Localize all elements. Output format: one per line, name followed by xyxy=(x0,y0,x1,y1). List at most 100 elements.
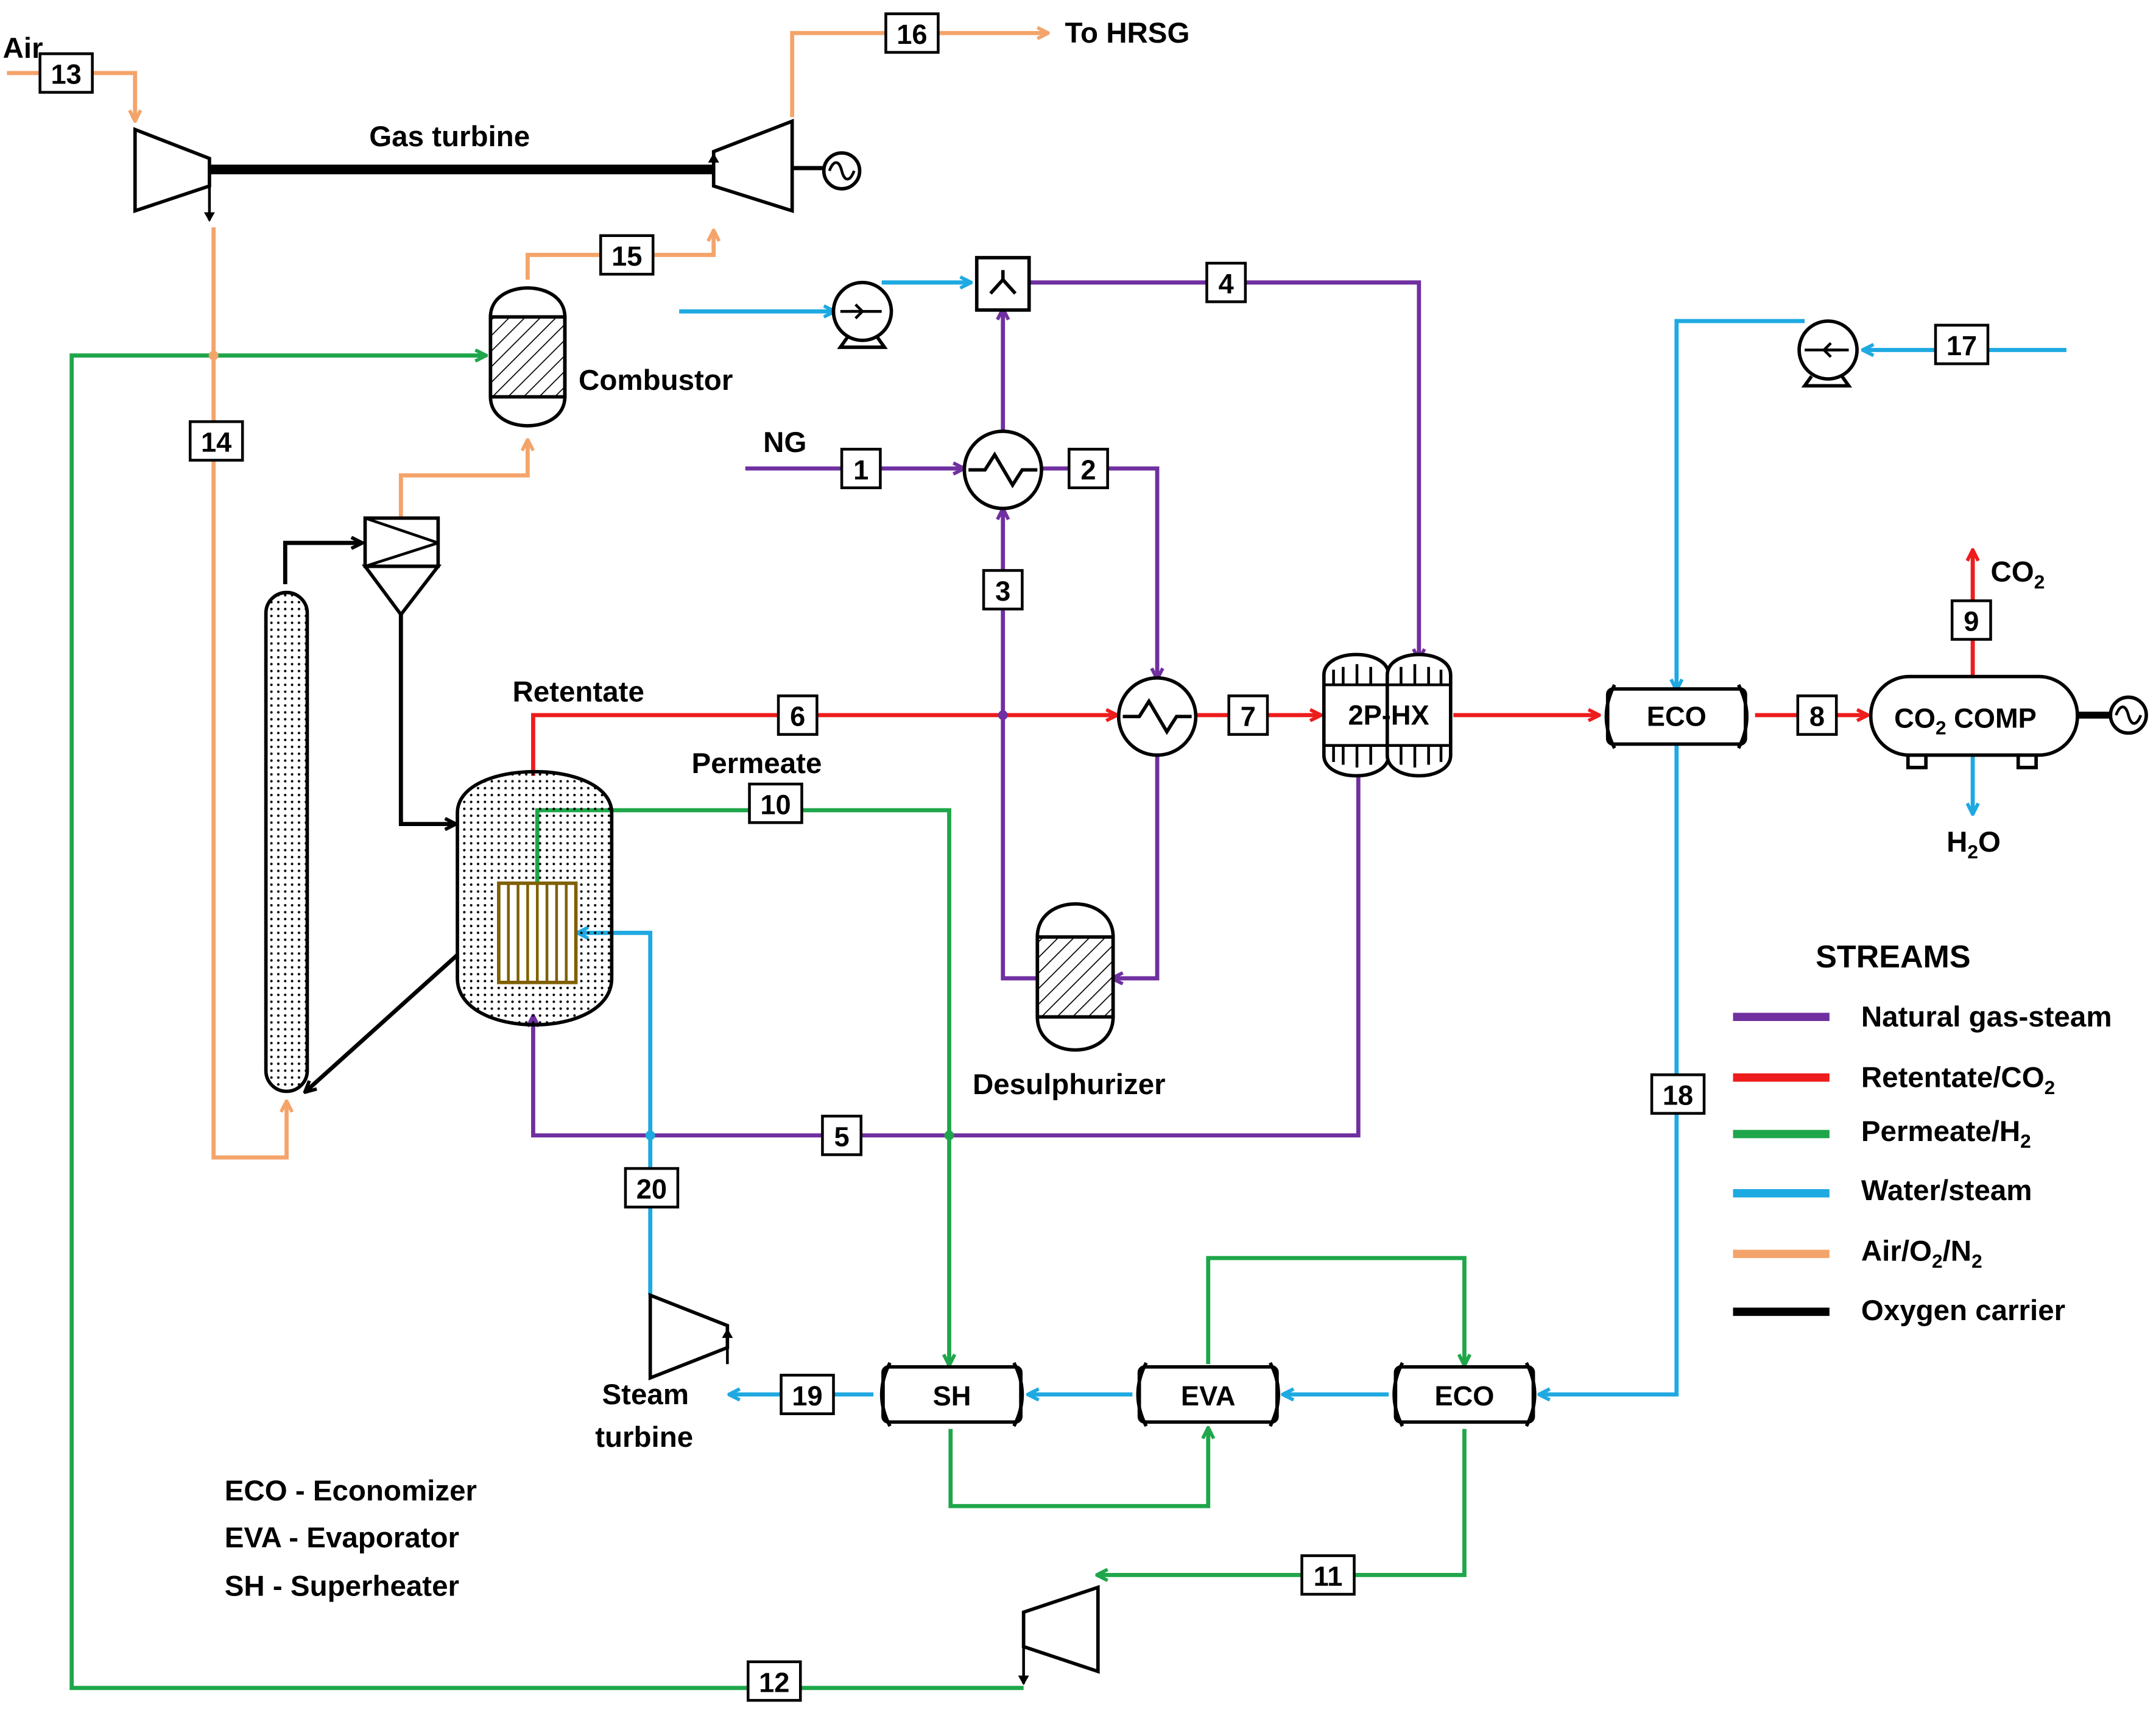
svg-text:Retentate/CO2: Retentate/CO2 xyxy=(1861,1062,2055,1098)
legend-item-natural-gas: Natural gas-steam xyxy=(1733,1001,2112,1033)
ng-label: NG xyxy=(763,426,806,459)
svg-text:13: 13 xyxy=(51,59,81,90)
combustor-label: Combustor xyxy=(579,364,733,397)
stream-number-1: 1 xyxy=(840,448,882,489)
svg-text:8: 8 xyxy=(1809,701,1825,732)
two-phase-hx-label: 2P-HX xyxy=(1348,699,1429,730)
svg-text:7: 7 xyxy=(1241,701,1256,732)
svg-text:20: 20 xyxy=(636,1174,667,1205)
stream-2-line xyxy=(1043,466,1157,678)
co2-comp-label: CO2 COMP xyxy=(1894,702,2037,738)
stream-12-line xyxy=(69,356,1024,1691)
stream-number-20: 20 xyxy=(624,1167,680,1209)
stream-4-line xyxy=(1030,280,1419,659)
stream-number-7: 7 xyxy=(1227,694,1269,736)
stream-number-18: 18 xyxy=(1650,1073,1706,1115)
legend-item-air: Air/O2/N2 xyxy=(1733,1235,1982,1272)
steam-turbine-label-2: turbine xyxy=(595,1421,693,1454)
stream-number-19: 19 xyxy=(780,1374,835,1415)
h2-compressor xyxy=(1018,1585,1100,1686)
two-phase-heat-exchanger xyxy=(1322,652,1453,778)
stream-lines xyxy=(7,33,2066,1691)
sh-label: SH xyxy=(933,1380,971,1411)
gas-compressor xyxy=(133,127,211,213)
co2-compressor-motor-icon xyxy=(2108,695,2148,735)
eco-bottom-label: ECO xyxy=(1434,1380,1494,1411)
co2-compressor xyxy=(1869,674,2148,769)
sh-to-eva-line xyxy=(948,1429,1208,1508)
svg-text:19: 19 xyxy=(792,1380,822,1411)
fuel-reactor-to-riser-line xyxy=(306,953,459,1091)
abbreviation-eco: ECO - Economizer xyxy=(225,1475,477,1507)
svg-text:Water/steam: Water/steam xyxy=(1861,1175,2032,1207)
ng-heat-exchanger-2 xyxy=(1116,676,1198,757)
svg-text:15: 15 xyxy=(611,241,642,272)
legend-item-oxygen-carrier: Oxygen carrier xyxy=(1733,1295,2065,1327)
fuel-reactor xyxy=(456,769,614,1027)
stream-6-line xyxy=(531,715,1116,776)
svg-text:5: 5 xyxy=(834,1122,850,1153)
legend-item-permeate: Permeate/H2 xyxy=(1733,1115,2031,1152)
stream-number-2: 2 xyxy=(1068,448,1109,489)
stream-18-line xyxy=(1540,744,1679,1394)
retentate-label: Retentate xyxy=(512,676,644,708)
stream-number-12: 12 xyxy=(747,1660,802,1702)
mixer xyxy=(974,256,1031,312)
svg-text:10: 10 xyxy=(760,789,791,820)
svg-text:17: 17 xyxy=(1946,330,1977,361)
retentate-streams xyxy=(531,551,1973,776)
svg-text:Natural gas-steam: Natural gas-steam xyxy=(1861,1001,2112,1033)
abbreviation-sh: SH - Superheater xyxy=(225,1570,459,1602)
abbreviation-eva: EVA - Evaporator xyxy=(225,1522,459,1554)
permeate-label: Permeate xyxy=(692,747,822,780)
air-label: Air xyxy=(3,32,43,65)
stream-number-15: 15 xyxy=(599,234,655,276)
eco-top-label: ECO xyxy=(1647,701,1707,732)
steam-turbine-label-1: Steam xyxy=(602,1379,689,1411)
stream-11-line xyxy=(1098,1429,1467,1575)
svg-text:Air/O2/N2: Air/O2/N2 xyxy=(1861,1235,1982,1272)
gas-turbine-expander xyxy=(711,118,794,213)
cyclone-to-fuel-reactor-line xyxy=(398,612,454,824)
stream-number-16: 16 xyxy=(884,12,940,54)
oxygen-carrier-streams xyxy=(283,543,459,1091)
svg-text:12: 12 xyxy=(759,1667,789,1698)
ng-heat-exchanger-1 xyxy=(962,429,1043,511)
legend-item-water: Water/steam xyxy=(1733,1175,2032,1207)
stream-number-9: 9 xyxy=(1950,599,1992,641)
stream-number-10: 10 xyxy=(748,782,803,824)
riser-to-cyclone-line xyxy=(283,543,361,585)
stream-number-13: 13 xyxy=(38,52,94,94)
svg-text:3: 3 xyxy=(995,576,1010,607)
ng-streams xyxy=(533,280,1419,1138)
stream-number-5: 5 xyxy=(821,1114,863,1156)
eva-to-eco-line xyxy=(1206,1256,1465,1364)
steam-turbine xyxy=(648,1293,733,1381)
superheater xyxy=(879,1362,1024,1427)
h2o-out-label: H2O xyxy=(1946,826,2001,863)
pump-to-eco-line xyxy=(1677,319,1805,689)
desulphurizer-label: Desulphurizer xyxy=(973,1069,1166,1101)
to-hrsg-label: To HRSG xyxy=(1065,17,1190,49)
stream-3-line xyxy=(1003,510,1038,981)
combustor xyxy=(488,286,567,428)
abbreviation-list: ECO - Economizer EVA - Evaporator SH - S… xyxy=(225,1475,477,1602)
streams-legend: STREAMS Natural gas-steam Retentate/CO2 … xyxy=(1733,939,2112,1327)
water-pump-right xyxy=(1797,319,1859,388)
line-crossings xyxy=(208,350,1008,1140)
stream-14-line xyxy=(211,227,287,1160)
economizer-bottom xyxy=(1392,1362,1537,1427)
legend-item-retentate: Retentate/CO2 xyxy=(1733,1062,2055,1098)
svg-text:Oxygen carrier: Oxygen carrier xyxy=(1861,1295,2065,1327)
water-pump-top xyxy=(831,280,893,349)
stream-number-17: 17 xyxy=(1934,323,1990,366)
stream-16-line xyxy=(790,33,1047,118)
stream-number-4: 4 xyxy=(1205,261,1247,303)
svg-text:11: 11 xyxy=(1314,1561,1343,1592)
stream-number-6: 6 xyxy=(777,694,819,736)
economizer-top xyxy=(1604,684,1749,749)
stream-number-3: 3 xyxy=(982,569,1024,611)
cyclone xyxy=(361,516,442,618)
